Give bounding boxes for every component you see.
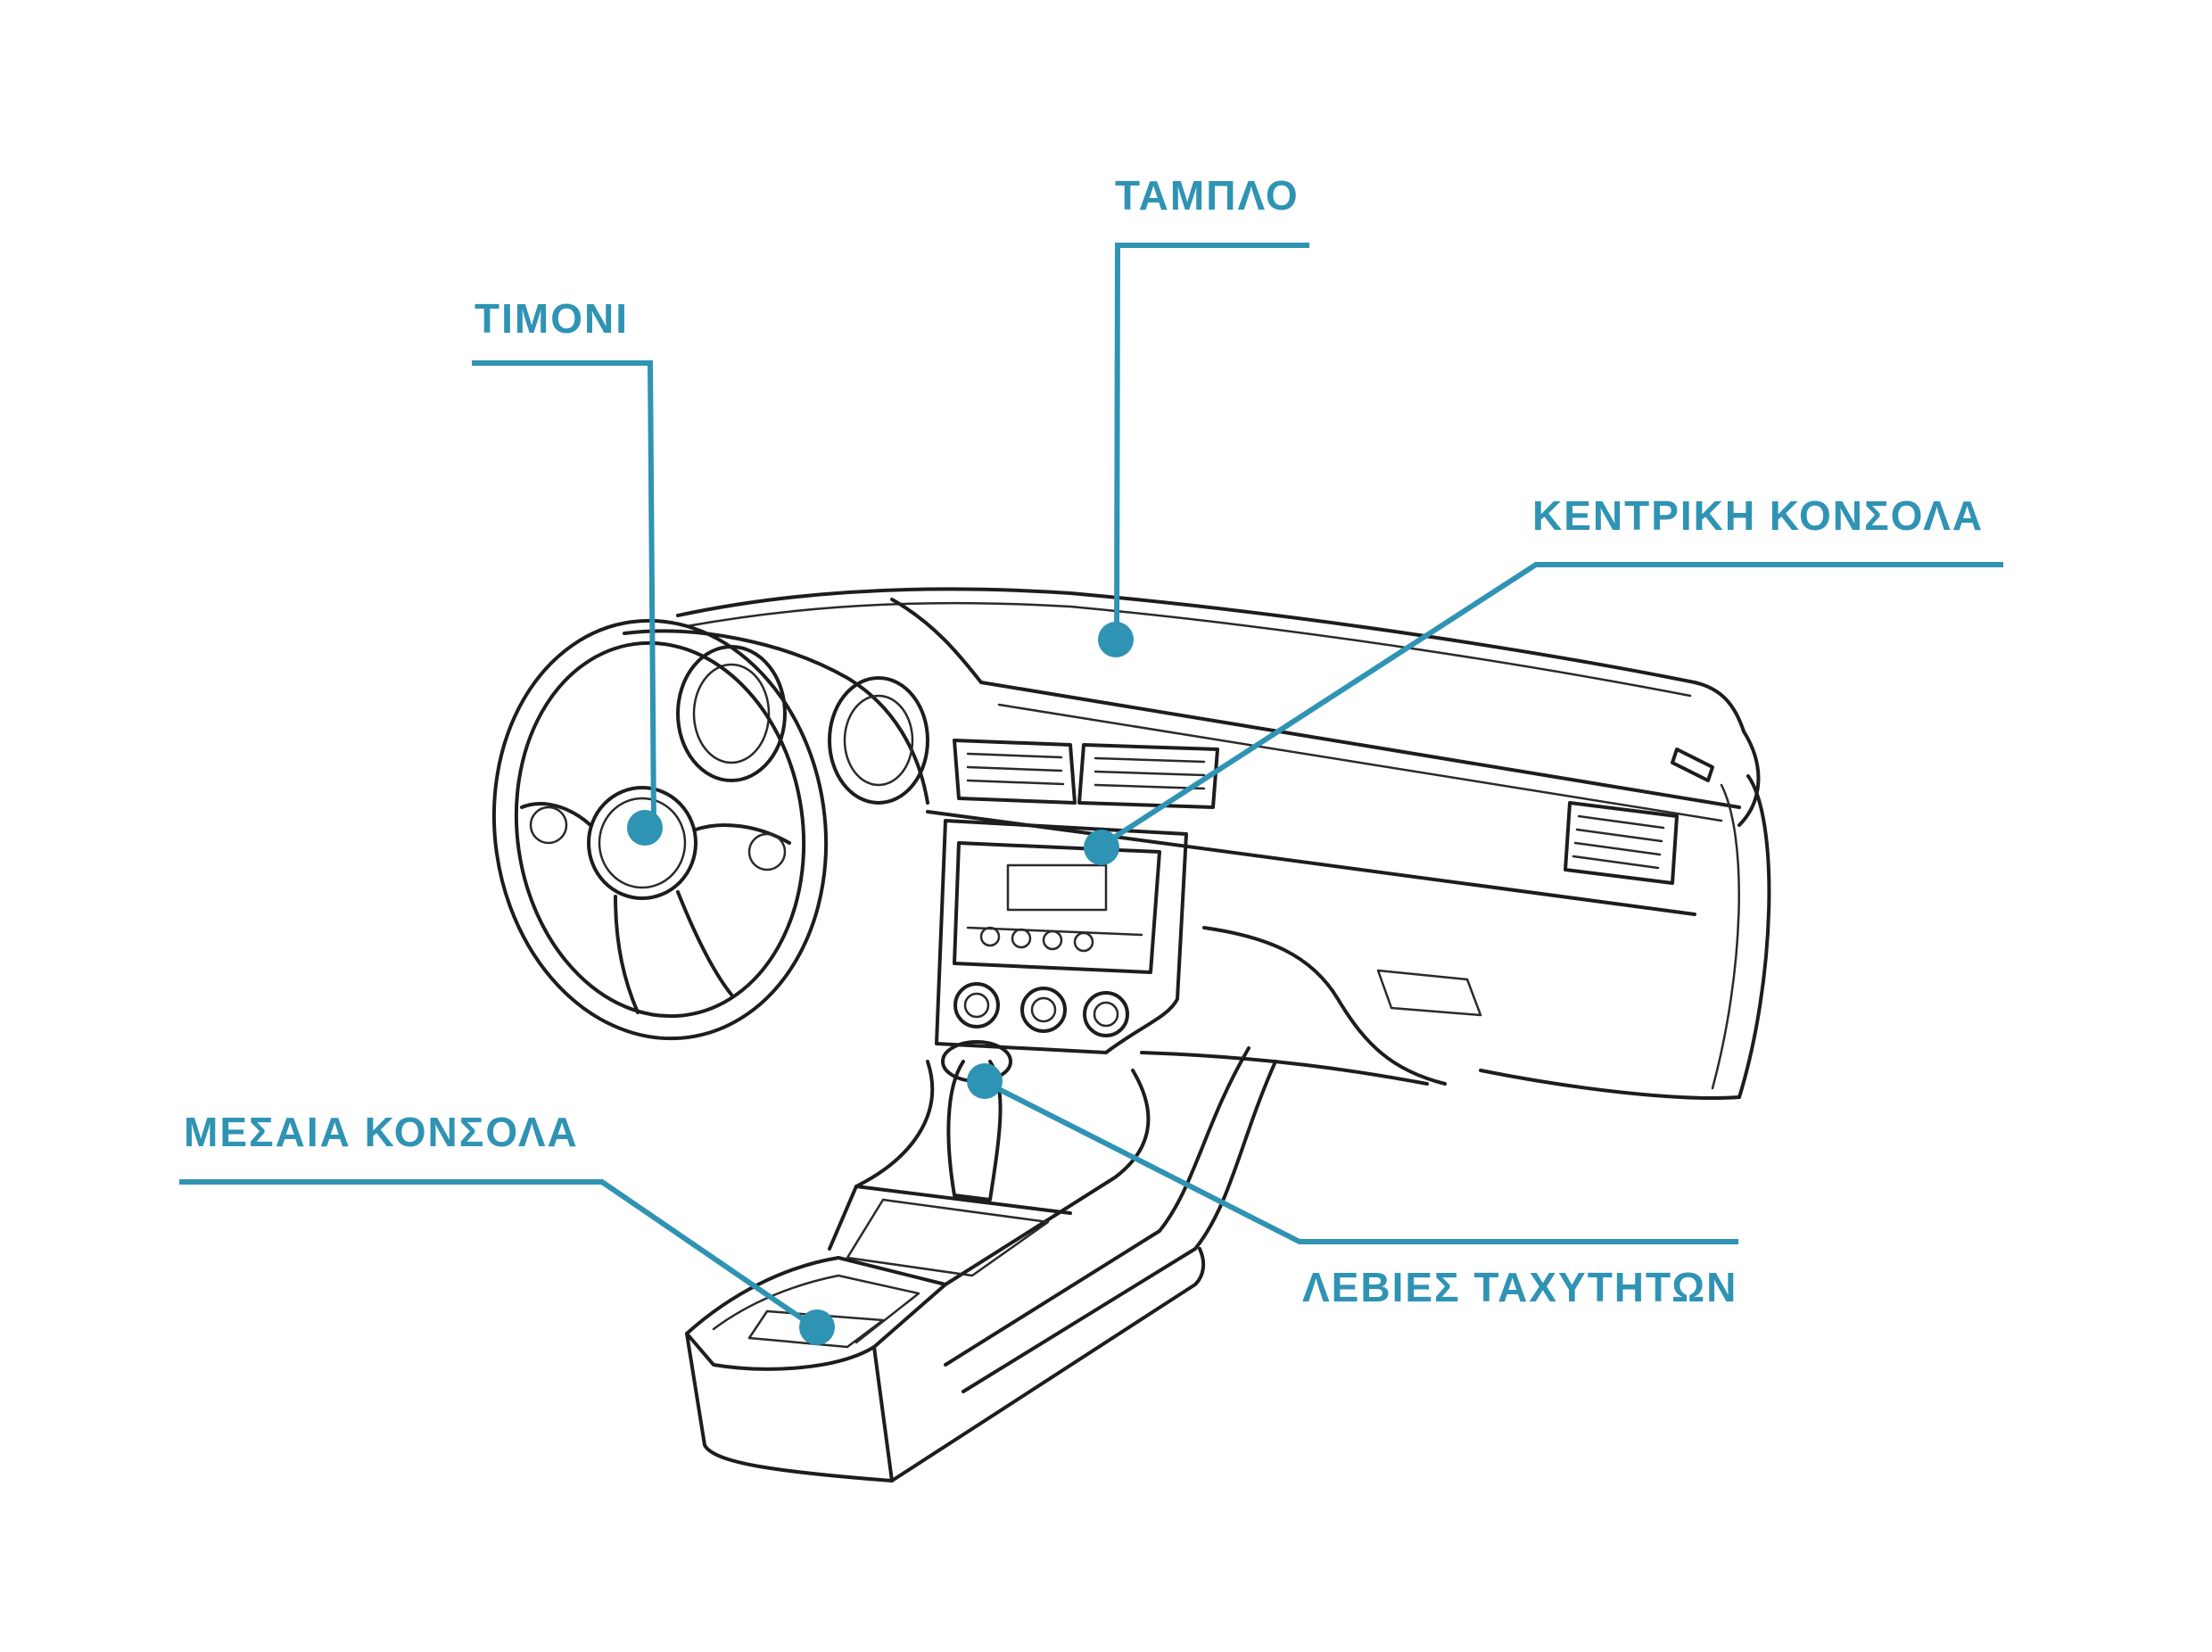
- steering-marker-dot: [627, 810, 663, 846]
- center-console-leader-line: [1100, 562, 2003, 848]
- dashboard-leader-line: [1113, 243, 1309, 642]
- passenger-air-vent: [1564, 801, 1679, 885]
- center-console-marker-dot: [1084, 830, 1119, 865]
- middle-console-leader-line: [179, 1179, 818, 1331]
- dashboard-marker-dot: [1098, 622, 1134, 657]
- steering-wheel-label: ΤΙΜΟΝΙ: [475, 295, 629, 342]
- middle-console-label: ΜΕΣΑΙΑ ΚΟΝΣΟΛΑ: [184, 1109, 579, 1155]
- middle-console-marker-dot: [799, 1309, 835, 1345]
- gear-leader-line: [980, 1078, 1738, 1244]
- steering-wheel-drawing: [491, 618, 829, 1041]
- middle-console-drawing: [685, 1247, 1206, 1483]
- center-air-vents: [953, 739, 1219, 809]
- callouts: [179, 243, 2003, 1345]
- dashboard-top: [676, 587, 1761, 827]
- steering-leader-line: [472, 360, 657, 829]
- floor-console-drawing: [828, 1040, 1277, 1393]
- dashboard-lower: [926, 774, 1771, 1100]
- gear-marker-dot: [967, 1063, 1003, 1099]
- center-console-label: ΚΕΝΤΡΙΚΗ ΚΟΝΣΟΛΑ: [1532, 492, 1985, 539]
- center-stack-drawing: [935, 819, 1188, 1054]
- gear-lever-label: ΛΕΒΙΕΣ ΤΑΧΥΤΗΤΩΝ: [1302, 1264, 1738, 1310]
- instrument-cluster: [623, 629, 929, 805]
- dashboard-label: ΤΑΜΠΛΟ: [1115, 172, 1300, 219]
